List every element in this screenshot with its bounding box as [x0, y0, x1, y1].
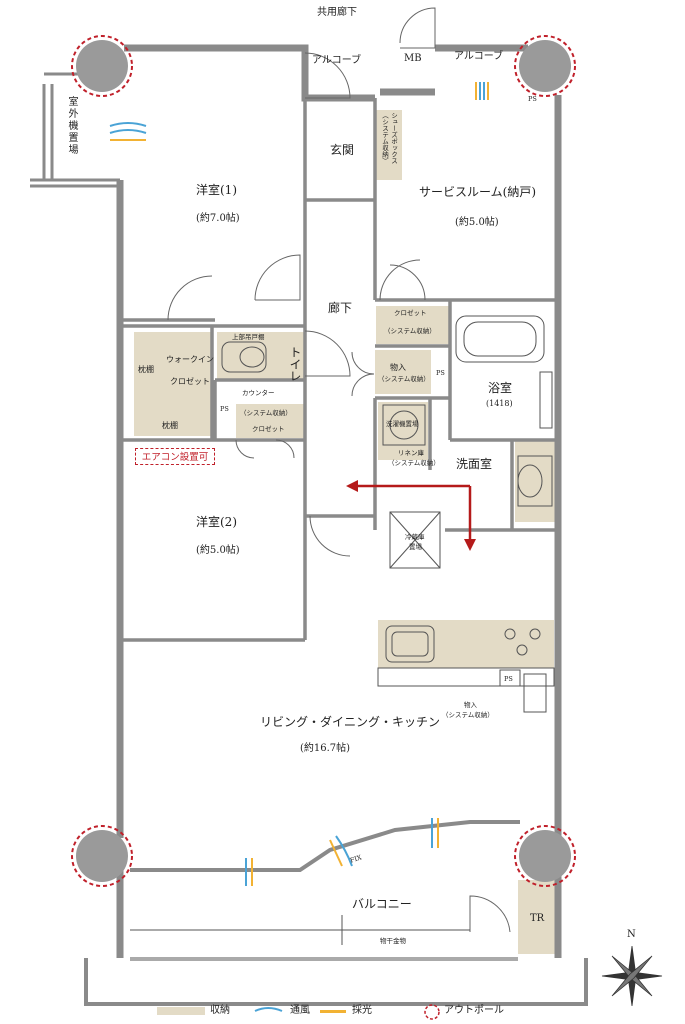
storage2-sub-label: （システム収納）	[442, 711, 494, 719]
washroom-label: 洗面室	[456, 457, 493, 471]
storage1-sub-label: （システム収納）	[378, 375, 430, 383]
toilet-label: トイレ	[288, 346, 302, 382]
storage-sys-label: （システム収納）	[240, 409, 292, 417]
ldk-label: リビング・ダイニング・キッチン	[260, 715, 441, 729]
outpole-top-right	[519, 40, 571, 92]
fixtures	[221, 315, 555, 713]
walkin-closet-label: ウォークイン	[166, 355, 214, 364]
legend-outpole-icon	[424, 1004, 440, 1020]
common-corridor-label: 共用廊下	[317, 7, 357, 18]
washer-label: 洗濯機置場	[386, 420, 419, 428]
alcove-left-label: アルコーブ	[312, 55, 362, 66]
legend-ventilation-label: 通風	[290, 1005, 310, 1016]
compass-icon	[601, 945, 663, 1007]
linen-label: リネン庫	[398, 449, 424, 457]
balcony-lines	[84, 915, 588, 1006]
storage-fill-closet1	[376, 306, 450, 344]
bath-size-label: (1418)	[486, 399, 513, 408]
pillow-shelf1-label: 枕棚	[138, 365, 154, 374]
legend-storage-label: 収納	[210, 1005, 230, 1016]
hallway-label: 廊下	[328, 301, 353, 315]
ps-top-label: PS	[528, 95, 537, 103]
legend-storage-swatch	[157, 1007, 205, 1015]
storage-fill-closet2	[236, 404, 304, 438]
fridge2-label: 置場	[409, 543, 422, 551]
storage-fill-wash	[515, 440, 555, 522]
western1-label: 洋室(1)	[196, 183, 237, 197]
outdoor-unit-label: 室外機置場	[66, 96, 77, 156]
storage-fill-walkin	[134, 332, 212, 416]
storage-fill-linen	[378, 402, 428, 460]
storage-areas	[134, 110, 558, 954]
storage-fill-pillow2	[134, 416, 212, 436]
storage-fill-tr	[518, 880, 558, 954]
storage-fill-shoebox	[376, 110, 402, 180]
upper-cabinet-label: 上部吊戸棚	[232, 333, 265, 341]
drying-hardware-label: 物干金物	[380, 937, 406, 945]
mb-label: MB	[404, 53, 422, 64]
ps-toilet-label: PS	[220, 405, 229, 413]
outpole-top-left	[76, 40, 128, 92]
outpole-bottom-left	[76, 830, 128, 882]
storage-fill-mono1	[375, 350, 431, 394]
aircon-label: エアコン設置可	[135, 448, 215, 465]
entrance-label: 玄関	[330, 143, 355, 157]
interior-walls	[120, 98, 558, 642]
light-markers	[110, 82, 489, 886]
legend-swatches	[157, 1004, 440, 1020]
pillow-shelf2-label: 枕棚	[162, 421, 178, 430]
legend-lighting-swatch	[320, 1010, 346, 1013]
western1-size-label: (約7.0帖)	[196, 213, 240, 224]
windows	[130, 820, 520, 872]
walkin-closet2-label: クロゼット	[170, 377, 210, 386]
fridge-label: 冷蔵庫	[405, 533, 425, 541]
service-room-size-label: (約5.0帖)	[455, 217, 499, 228]
closet1-label: クロゼット	[394, 309, 427, 317]
storage1-label: 物入	[390, 363, 406, 372]
closet2-label: クロゼット	[252, 425, 285, 433]
linen-sub-label: （システム収納）	[388, 459, 440, 467]
shoe-box-sub-label: （システム収納）	[380, 112, 389, 164]
service-room-label: サービスルーム(納戸)	[419, 185, 537, 199]
western2-size-label: (約5.0帖)	[196, 545, 240, 556]
legend-outpole-label: アウトポール	[444, 1005, 504, 1016]
doors	[167, 7, 511, 933]
bathroom-label: 浴室	[488, 381, 513, 395]
counter-label: カウンター	[242, 389, 275, 397]
ps-mid-label: PS	[436, 369, 445, 377]
circulation-arrows	[346, 480, 476, 551]
north-label: N	[627, 929, 636, 940]
legend-ventilation-icon	[254, 1007, 283, 1012]
western2-label: 洋室(2)	[196, 515, 237, 529]
shoe-box-label: シューズボックス	[389, 112, 398, 164]
ldk-size-label: (約16.7帖)	[300, 743, 351, 754]
ps-kitchen-label: PS	[504, 675, 513, 683]
legend-lighting-label: 採光	[352, 1005, 372, 1016]
storage2-label: 物入	[464, 701, 477, 709]
balcony-label: バルコニー	[352, 897, 412, 911]
alcove-right-label: アルコーブ	[454, 51, 504, 62]
storage-fill-kitchen	[378, 620, 554, 668]
closet1-sub-label: （システム収納）	[384, 327, 436, 335]
ventilation-markers	[109, 82, 485, 886]
tr-label: TR	[530, 913, 545, 924]
outpole-bottom-right	[519, 830, 571, 882]
outpoles	[71, 35, 576, 887]
